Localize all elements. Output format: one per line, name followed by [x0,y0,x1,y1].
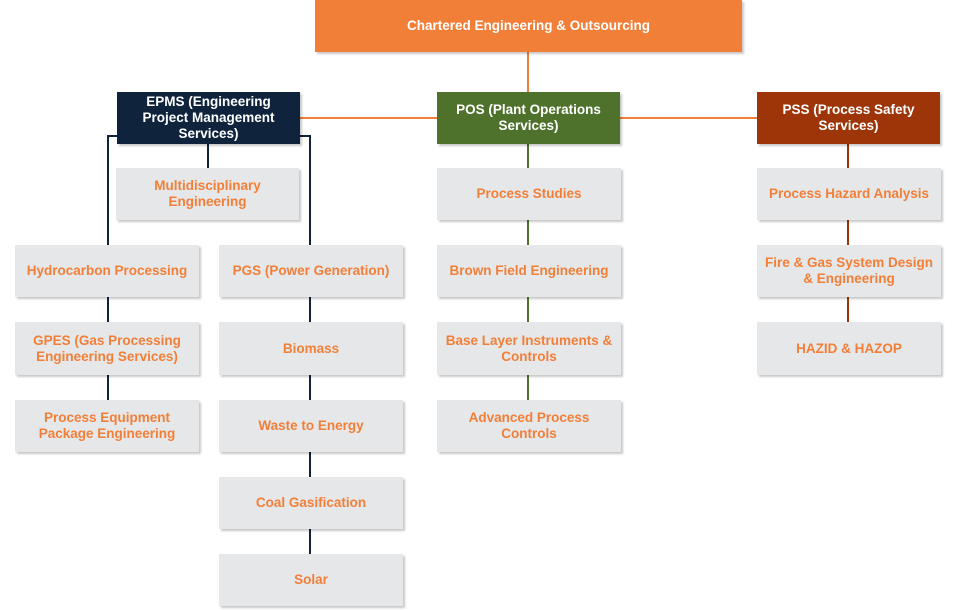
connector-epms-mid [207,144,209,168]
division-pss-label: PSS (Process Safety Services) [782,102,915,133]
node-brown-field-engineering: Brown Field Engineering [437,245,621,297]
node-label: Solar [294,572,328,587]
connector-pos-1 [527,144,529,168]
node-solar: Solar [219,554,403,606]
node-label: Process Hazard Analysis [768,186,930,201]
node-fire-gas-system: Fire & Gas System Design & Engineering [757,245,941,297]
node-waste-to-energy: Waste to Energy [219,400,403,452]
node-pgs: PGS (Power Generation) [219,245,403,297]
node-label: Hydrocarbon Processing [26,263,188,278]
node-label: Multidisciplinary Engineering [154,178,261,209]
connector-biomass-waste [309,375,311,400]
root-node: Chartered Engineering & Outsourcing [315,0,742,52]
node-label: Process Equipment Package Engineering [38,410,176,441]
node-multidisciplinary-engineering: Multidisciplinary Engineering [116,168,299,220]
node-base-layer-instruments: Base Layer Instruments & Controls [437,322,621,375]
node-gpes: GPES (Gas Processing Engineering Service… [15,322,199,375]
connector-pos-2 [527,220,529,245]
node-process-studies: Process Studies [437,168,621,220]
connector-pss-3 [847,297,849,322]
node-label: GPES (Gas Processing Engineering Service… [33,332,181,364]
node-label: Waste to Energy [258,418,364,433]
node-label: Brown Field Engineering [449,263,609,278]
connector-pgs-biomass [309,297,311,322]
node-process-hazard-analysis: Process Hazard Analysis [757,168,941,220]
connector-epms-left-down [107,135,109,245]
division-pos: POS (Plant Operations Services) [437,92,620,144]
connector-epms-right-down [309,135,311,245]
node-label: HAZID & HAZOP [796,340,902,356]
connector-pss-2 [847,220,849,245]
connector-epms-left-top [107,135,117,137]
connector-pos-3 [527,297,529,322]
node-hydrocarbon-processing: Hydrocarbon Processing [15,245,199,297]
division-epms: EPMS (Engineering Project Management Ser… [117,92,300,144]
connector-waste-coal [309,452,311,477]
connector-epms-right-top [300,135,310,137]
connector-gpes-pepe [107,375,109,400]
root-node-label: Chartered Engineering & Outsourcing [406,18,651,33]
node-label: PGS (Power Generation) [232,263,390,278]
node-hazid-hazop: HAZID & HAZOP [757,322,941,375]
division-epms-label: EPMS (Engineering Project Management Ser… [142,94,275,141]
node-label: Biomass [282,340,340,356]
node-process-equipment-package-engineering: Process Equipment Package Engineering [15,400,199,452]
node-label: Fire & Gas System Design & Engineering [764,255,934,286]
connector-pos-4 [527,375,529,400]
connector-coal-solar [309,529,311,554]
node-label: Base Layer Instruments & Controls [445,332,613,364]
node-biomass: Biomass [219,322,403,375]
node-advanced-process-controls: Advanced Process Controls [437,400,621,452]
connector-pss-1 [847,144,849,168]
node-coal-gasification: Coal Gasification [219,477,403,529]
node-label: Coal Gasification [255,495,367,510]
division-pss: PSS (Process Safety Services) [757,92,940,144]
node-label: Process Studies [476,186,582,201]
division-pos-label: POS (Plant Operations Services) [456,102,601,133]
connector-root-down [527,52,529,92]
connector-hydrocarbon-gpes [107,297,109,322]
node-label: Advanced Process Controls [468,410,590,441]
